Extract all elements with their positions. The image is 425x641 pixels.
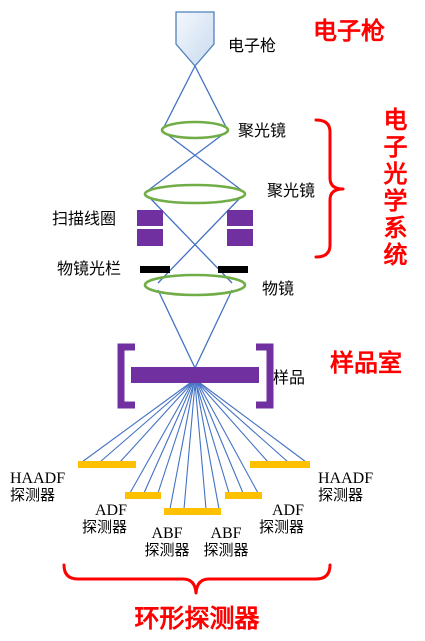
- sample-chamber-left-bracket: [117, 343, 135, 409]
- adf-left-type-label: ADF: [95, 502, 127, 519]
- objective-aperture-left: [140, 266, 170, 273]
- objective-lens-label: 物镜: [262, 279, 294, 298]
- adf-right-type-label: ADF: [272, 502, 304, 519]
- haadf-right-type-label: HAADF: [318, 470, 373, 487]
- condenser-lens-lower-label: 聚光镜: [267, 181, 315, 200]
- scattered-ray: [195, 382, 220, 510]
- electron-gun-label: 电子枪: [228, 36, 276, 55]
- scattered-ray: [157, 382, 195, 494]
- sample-label: 样品: [273, 368, 305, 387]
- annular-detectors-brace: [62, 563, 332, 595]
- condenser-lens-upper: [160, 120, 230, 140]
- abf-detector: [164, 508, 221, 515]
- scan-coils-label: 扫描线圈: [52, 209, 116, 228]
- annular-detectors-section-label: 环形探测器: [134, 604, 260, 633]
- haadf-left-type-label: HAADF: [10, 470, 65, 487]
- electron-gun-section-label: 电子枪: [313, 17, 385, 45]
- abf-right-name-label: 探测器: [203, 541, 248, 559]
- scattered-ray: [143, 382, 194, 494]
- haadf-right-name-label: 探测器: [318, 486, 363, 504]
- scattered-electron-rays: [81, 382, 307, 510]
- beam-ray: [145, 131, 227, 193]
- abf-right-type-label: ABF: [210, 525, 241, 542]
- scan-coil-right: [227, 210, 253, 246]
- scattered-ray: [129, 382, 193, 494]
- adf-detector-left: [125, 492, 161, 499]
- sample: [131, 367, 259, 383]
- abf-left-name-label: 探测器: [144, 541, 189, 559]
- objective-aperture-right: [218, 266, 248, 273]
- objective-aperture-label: 物镜光栏: [57, 259, 121, 278]
- scattered-ray: [196, 382, 244, 494]
- adf-detector-right: [225, 492, 262, 499]
- abf-left-type-label: ABF: [151, 525, 182, 542]
- scattered-ray: [199, 382, 307, 463]
- scattered-ray: [198, 382, 289, 463]
- electron-beam-path: [145, 65, 245, 369]
- scattered-ray: [195, 382, 230, 494]
- beam-ray: [157, 289, 196, 369]
- scan-coil-segment: [227, 210, 253, 226]
- beam-ray: [194, 65, 228, 130]
- adf-right-name-label: 探测器: [259, 518, 304, 536]
- haadf-left-name-label: 探测器: [10, 486, 55, 504]
- beam-ray: [157, 197, 241, 284]
- scattered-ray: [99, 382, 192, 463]
- scattered-ray: [169, 382, 195, 510]
- beam-ray: [163, 131, 245, 193]
- objective-lens: [143, 273, 247, 297]
- scan-coil-segment: [137, 229, 163, 246]
- electron-optics-brace: [314, 118, 345, 259]
- scan-coil-left: [137, 210, 163, 246]
- condenser-lens-lower: [143, 183, 247, 205]
- condenser-lens-upper-label: 聚光镜: [238, 121, 286, 140]
- sample-chamber-section-label: 样品室: [330, 349, 402, 377]
- scattered-ray: [119, 382, 193, 463]
- sample-chamber-right-bracket: [256, 343, 274, 409]
- adf-left-name-label: 探测器: [82, 518, 127, 536]
- scattered-ray: [197, 382, 259, 494]
- scan-coil-segment: [137, 210, 163, 226]
- scattered-ray: [81, 382, 191, 463]
- beam-ray: [162, 65, 196, 130]
- beam-ray: [194, 289, 233, 369]
- haadf-detector-right: [250, 461, 310, 468]
- scan-coil-segment: [227, 229, 253, 246]
- scattered-ray: [194, 382, 207, 510]
- electron-optics-system-label: 电子光学系统: [379, 107, 407, 269]
- electron-gun: [175, 11, 215, 67]
- haadf-detector-left: [78, 461, 136, 468]
- scattered-ray: [197, 382, 269, 463]
- scattered-ray: [183, 382, 196, 510]
